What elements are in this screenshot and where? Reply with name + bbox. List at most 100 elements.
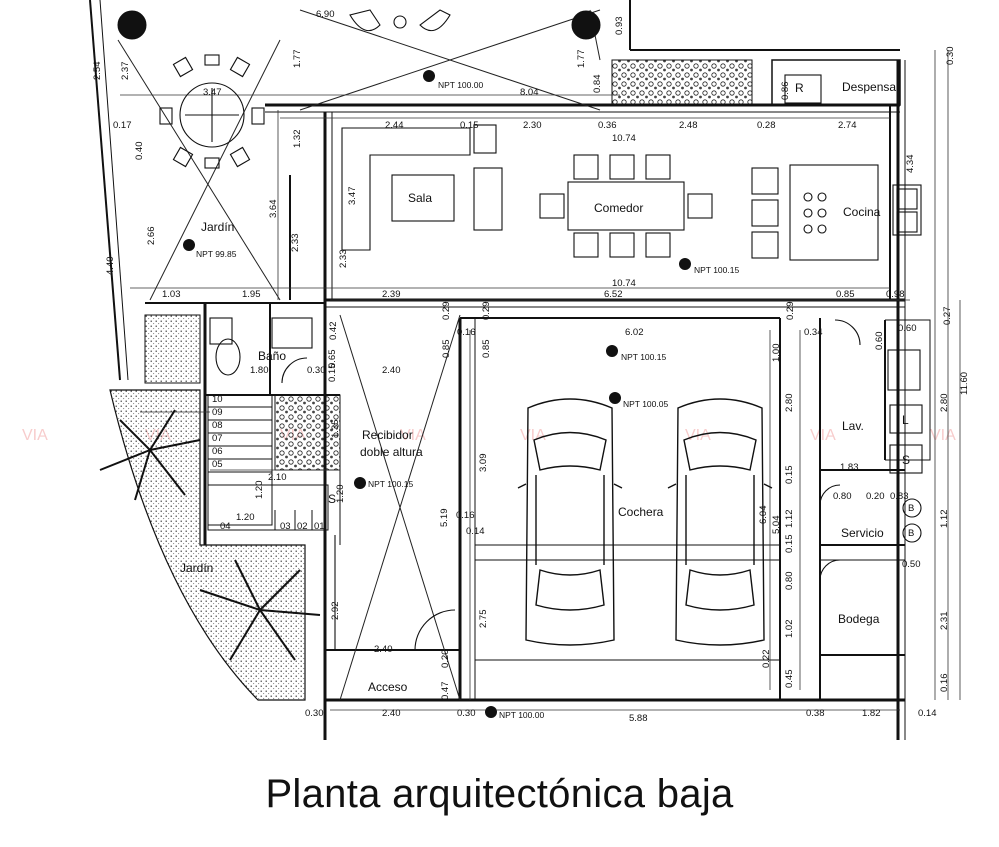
dimension-label: 0.38	[806, 708, 825, 719]
dimension-label: 0.47	[440, 682, 451, 701]
dimension-label: 0.86	[780, 82, 791, 101]
dimension-label: 1.20	[236, 512, 255, 523]
dimension-label: 2.80	[939, 394, 950, 413]
level-label: NPT 100.15	[368, 479, 413, 489]
room-label-despensa: Despensa	[842, 80, 896, 94]
room-label-jardin: Jardín	[180, 561, 213, 575]
dimension-label: 1.35	[330, 420, 341, 439]
stair-direction-label: S	[328, 492, 336, 506]
watermark-text: VIA	[810, 427, 836, 444]
dimension-label: 2.30	[523, 120, 542, 131]
dimension-label: 5.19	[439, 509, 450, 528]
dimension-label: 0.20	[440, 650, 451, 669]
furniture	[159, 9, 923, 651]
dimension-label: 6.02	[625, 327, 644, 338]
stair-step-number: 09	[212, 407, 223, 418]
dimension-label: 11.60	[959, 372, 970, 395]
dimension-label: 2.39	[382, 289, 401, 300]
room-labels: Sala Comedor Cocina Despensa R Jardín Ja…	[180, 80, 914, 694]
dimension-label: 0.50	[902, 559, 921, 570]
dimension-label: 0.36	[598, 120, 617, 131]
dimension-label: 0.83	[890, 491, 909, 502]
dimension-label: 0.15	[327, 364, 338, 383]
dimension-label: 1.32	[292, 130, 303, 149]
dimension-label: 2.48	[679, 120, 698, 131]
stair-step-number: 10	[212, 394, 223, 405]
dimension-label: 1.77	[292, 50, 303, 69]
dimension-label: 1.95	[242, 289, 261, 300]
dimension-label: 0.28	[757, 120, 776, 131]
level-label: NPT 100.05	[623, 399, 668, 409]
dimension-label: 3.09	[478, 454, 489, 473]
dimension-label: 0.65	[327, 350, 338, 369]
boiler-label: B	[908, 503, 914, 514]
dimension-label: 0.22	[761, 650, 772, 669]
dimension-label: 3.64	[268, 200, 279, 219]
dimension-label: 2.40	[382, 708, 401, 719]
watermark-text: VIA	[930, 427, 956, 444]
dimension-label: 1.03	[162, 289, 181, 300]
dimension-label: 0.80	[833, 491, 852, 502]
dimension-label: 0.27	[942, 307, 953, 326]
watermark-text: VIA	[22, 427, 48, 444]
dimension-label: 2.80	[784, 394, 795, 413]
stair-step-number: 01	[314, 521, 325, 532]
level-label: NPT 100.00	[438, 80, 483, 90]
room-label-jardin: Jardín	[201, 220, 234, 234]
dimension-label: 1.12	[784, 510, 795, 529]
dimension-label: 2.33	[290, 234, 301, 253]
dimension-label: 0.84	[592, 75, 603, 94]
dimension-label: 0.60	[874, 332, 885, 351]
dimension-label: 0.20	[866, 491, 885, 502]
dimension-label: 0.15	[784, 466, 795, 485]
dimension-label: 2.37	[120, 62, 131, 81]
dimension-label: 6.52	[604, 289, 623, 300]
dimension-label: 0.15	[784, 535, 795, 554]
level-label: NPT 99.85	[196, 249, 237, 259]
dimension-label: 0.85	[481, 340, 492, 359]
dimension-label: 0.30	[457, 708, 476, 719]
dimension-label: 0.29	[441, 302, 452, 321]
stair-step-number: 08	[212, 420, 223, 431]
walls	[89, 0, 931, 740]
refrigerator-label: R	[795, 81, 804, 95]
watermark-text: VIA	[400, 427, 426, 444]
dimension-label: 6.90	[316, 9, 335, 20]
watermark-text: VIA	[520, 427, 546, 444]
dimension-label: 0.16	[939, 674, 950, 693]
plant-icons	[99, 10, 601, 661]
level-label: NPT 100.00	[499, 710, 544, 720]
boiler-label: B	[908, 528, 914, 539]
dimension-label: 0.16	[457, 327, 476, 338]
dimension-label: 6.04	[758, 506, 769, 525]
dimension-label: 0.29	[481, 302, 492, 321]
dimension-label: 0.85	[836, 289, 855, 300]
room-label-acceso: Acceso	[368, 680, 408, 694]
dimension-label: 0.30	[305, 708, 324, 719]
dimension-label: 3.47	[347, 187, 358, 206]
dimension-label: 1.12	[939, 510, 950, 529]
dimension-label: 0.80	[784, 572, 795, 591]
room-label-sala: Sala	[408, 191, 432, 205]
dimension-label: 2.66	[146, 227, 157, 246]
dimension-label: 0.14	[466, 526, 485, 537]
dimension-label: 4.40	[105, 257, 116, 276]
room-label-bodega: Bodega	[838, 612, 880, 626]
room-label-comedor: Comedor	[594, 201, 643, 215]
dimension-label: 0.17	[113, 120, 132, 131]
dimension-label: 0.14	[918, 708, 937, 719]
dimension-label: 0.15	[460, 120, 479, 131]
garden-lines	[117, 9, 601, 701]
dimension-label: 2.40	[382, 365, 401, 376]
level-label: NPT 100.15	[694, 265, 739, 275]
dimension-label: 0.34	[804, 327, 823, 338]
dimension-label: 1.20	[335, 485, 346, 504]
staircase	[207, 394, 329, 531]
dimension-label: 0.40	[134, 142, 145, 161]
stair-step-numbers: 10 09 08 07 06 05 04 03 02 01	[212, 394, 325, 532]
stair-step-number: 02	[297, 521, 308, 532]
stair-step-number: 04	[220, 521, 231, 532]
dimension-label: 0.42	[328, 322, 339, 341]
dimension-label: 0.30	[945, 47, 956, 66]
sink-label: L	[902, 413, 909, 427]
